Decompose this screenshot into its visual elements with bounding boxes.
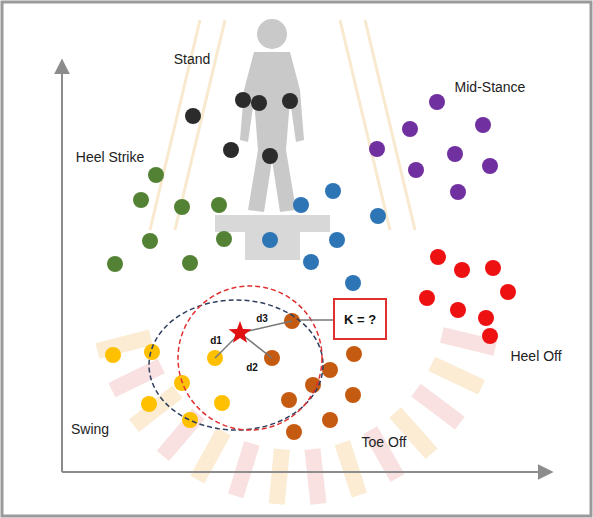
data-point xyxy=(346,346,362,362)
data-point xyxy=(185,108,201,124)
y-axis xyxy=(61,60,63,472)
data-point xyxy=(211,197,227,213)
data-point xyxy=(408,162,424,178)
watermark-ray xyxy=(342,443,359,495)
data-point xyxy=(450,184,466,200)
watermark-ray xyxy=(312,449,318,504)
data-point xyxy=(429,94,445,110)
watermark-ladder xyxy=(150,20,415,230)
data-point xyxy=(303,254,319,270)
data-point xyxy=(402,121,418,137)
watermark-ray xyxy=(97,337,150,351)
person-silhouette xyxy=(215,19,330,260)
data-point xyxy=(419,290,435,306)
data-point xyxy=(430,249,446,265)
data-point xyxy=(500,284,516,300)
data-point xyxy=(148,167,164,183)
data-point xyxy=(322,362,338,378)
data-point xyxy=(262,148,278,164)
data-point xyxy=(262,232,278,248)
data-point xyxy=(281,392,297,408)
data-point xyxy=(370,208,386,224)
data-point xyxy=(450,302,466,318)
class-label: Stand xyxy=(174,52,211,67)
class-label: Swing xyxy=(71,422,109,437)
data-point xyxy=(345,275,361,291)
data-point xyxy=(142,233,158,249)
distance-label: d3 xyxy=(256,313,268,324)
data-point xyxy=(485,260,501,276)
query-box: K = ? xyxy=(333,298,387,340)
watermark xyxy=(97,20,495,504)
data-point xyxy=(182,412,198,428)
data-point xyxy=(325,183,341,199)
data-point xyxy=(223,142,239,158)
k-boundary-outer xyxy=(149,300,323,430)
distance-label: d2 xyxy=(246,362,258,373)
data-point xyxy=(454,262,470,278)
data-point xyxy=(214,395,230,411)
distance-label: d1 xyxy=(210,335,222,346)
data-point xyxy=(107,256,123,272)
data-point xyxy=(235,92,251,108)
data-point xyxy=(105,347,121,363)
data-point xyxy=(478,310,494,326)
watermark-ray xyxy=(134,392,177,426)
class-label: Heel Off xyxy=(510,349,561,364)
data-point xyxy=(345,387,361,403)
data-point xyxy=(141,396,157,412)
data-point xyxy=(133,192,149,208)
data-point xyxy=(182,255,198,271)
watermark-ray xyxy=(236,443,252,496)
data-point xyxy=(282,93,298,109)
leader-line xyxy=(300,319,333,321)
data-point xyxy=(322,412,338,428)
distance-lines xyxy=(215,321,292,358)
query-star xyxy=(229,321,252,343)
data-point xyxy=(216,231,232,247)
data-point xyxy=(251,95,267,111)
data-point xyxy=(174,199,190,215)
data-point xyxy=(329,232,345,248)
class-label: Toe Off xyxy=(362,435,407,450)
data-point xyxy=(482,328,498,344)
data-point xyxy=(475,117,491,133)
box-text: K = ? xyxy=(344,312,376,327)
watermark-ray xyxy=(432,364,482,387)
data-point xyxy=(286,424,302,440)
k-boundary-inner xyxy=(178,286,322,430)
data-point xyxy=(369,141,385,157)
watermark-ray xyxy=(416,390,460,423)
class-label: Mid-Stance xyxy=(455,80,526,95)
data-points xyxy=(105,92,516,440)
data-point xyxy=(293,197,309,213)
data-point xyxy=(447,146,463,162)
watermark-ray xyxy=(277,449,282,504)
data-point xyxy=(482,158,498,174)
x-axis xyxy=(62,471,552,473)
class-label: Heel Strike xyxy=(76,150,144,165)
